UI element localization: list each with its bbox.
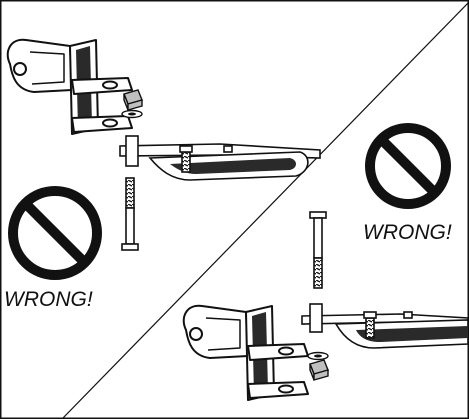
- wrong-label-right: WRONG!: [363, 221, 452, 244]
- mounting-bracket-top: [6, 38, 133, 135]
- mounting-bracket-bottom: [182, 304, 309, 401]
- panel-lower-right: WRONG!: [182, 123, 469, 401]
- diagonal-divider: [61, 1, 469, 419]
- panel-upper-left: WRONG!: [4, 38, 321, 311]
- bolt-top: [121, 177, 139, 251]
- prohibition-icon: [8, 186, 102, 280]
- wrong-label-left: WRONG!: [4, 288, 93, 311]
- nut-and-washer-bottom: [307, 351, 329, 381]
- bolt-bottom: [309, 211, 327, 289]
- spacer-and-plate-top: [119, 135, 321, 181]
- spacer-and-plate-bottom: [301, 303, 469, 349]
- prohibition-icon: [365, 123, 451, 209]
- nut-and-washer-top: [121, 89, 143, 119]
